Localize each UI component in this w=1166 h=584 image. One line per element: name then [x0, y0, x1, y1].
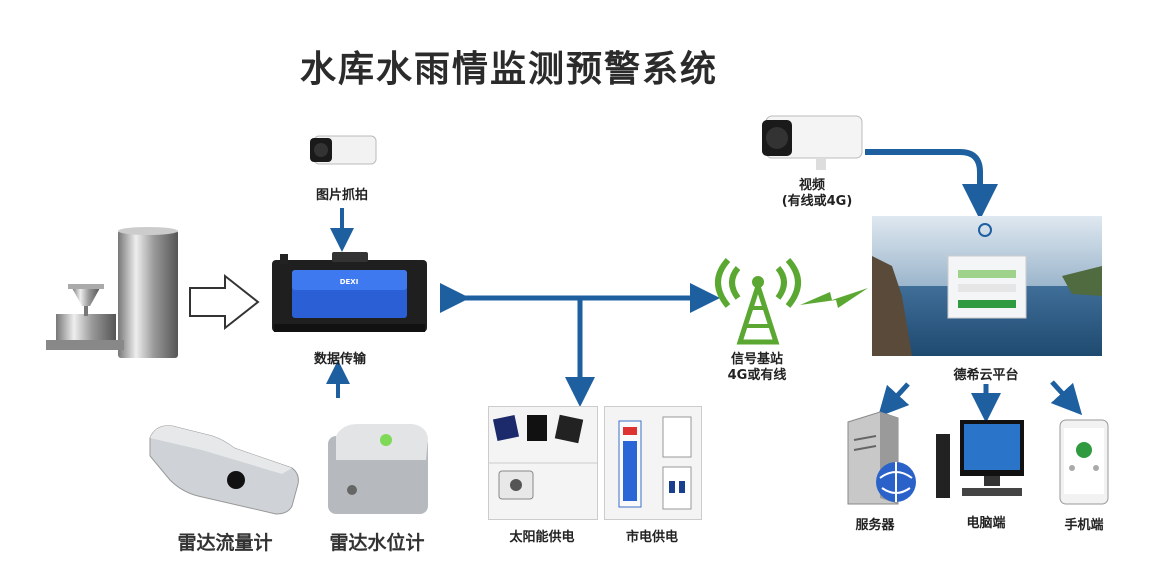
cloud-platform-screen — [872, 216, 1102, 356]
device-brand: DEXI — [340, 278, 359, 286]
label-solar: 太阳能供电 — [509, 530, 575, 545]
mains-power-icon — [618, 416, 692, 510]
radar-level-meter — [322, 420, 432, 516]
video-camera-icon — [762, 115, 863, 170]
transmitter-icon: DEXI — [272, 252, 427, 332]
server — [842, 408, 918, 508]
phone — [1058, 418, 1110, 506]
label-video: 视频 — [798, 178, 825, 193]
label-mains: 市电供电 — [625, 530, 678, 545]
server-icon — [847, 411, 916, 505]
computer — [936, 416, 1026, 502]
label-signal-station: 信号基站 — [730, 352, 783, 367]
arrow-platform-to-server — [877, 382, 910, 418]
label-radar-flow: 雷达流量计 — [177, 532, 273, 554]
arrow-platform-to-phone — [1050, 380, 1083, 416]
label-server: 服务器 — [855, 518, 895, 533]
label-transmission: 数据传输 — [313, 352, 366, 367]
video-camera — [762, 110, 866, 172]
solar-power-panel — [488, 406, 598, 520]
label-phone: 手机端 — [1064, 518, 1104, 533]
label-cloud-platform: 德希云平台 — [953, 368, 1019, 383]
rain-gauge-icon — [46, 227, 178, 358]
rain-gauge — [42, 224, 182, 364]
diagram-title: 水库水雨情监测预警系统 — [300, 49, 719, 90]
label-signal-station-sub: 4G或有线 — [727, 368, 787, 383]
camera-icon — [310, 135, 377, 165]
mains-power-panel — [604, 406, 702, 520]
label-capture: 图片抓拍 — [315, 188, 368, 203]
label-computer: 电脑端 — [966, 516, 1006, 531]
label-radar-level: 雷达水位计 — [329, 532, 425, 554]
radar-level-icon — [328, 424, 428, 514]
wireless-zigzag — [800, 288, 868, 308]
radar-flow-meter — [142, 418, 302, 518]
radar-flow-icon — [149, 425, 299, 515]
computer-icon — [936, 420, 1024, 498]
label-video-sub: (有线或4G) — [781, 194, 853, 209]
signal-tower-icon — [715, 257, 801, 345]
phone-icon — [1059, 419, 1109, 505]
solar-power-icon — [489, 414, 597, 500]
signal-tower — [710, 250, 806, 346]
capture-camera — [308, 132, 378, 170]
data-transmission-device: DEXI — [272, 250, 427, 340]
arrow-video-to-platform — [865, 149, 998, 220]
cloud-platform-icon — [872, 216, 1102, 356]
hollow-arrow-gauge-to-transmission — [189, 273, 260, 331]
